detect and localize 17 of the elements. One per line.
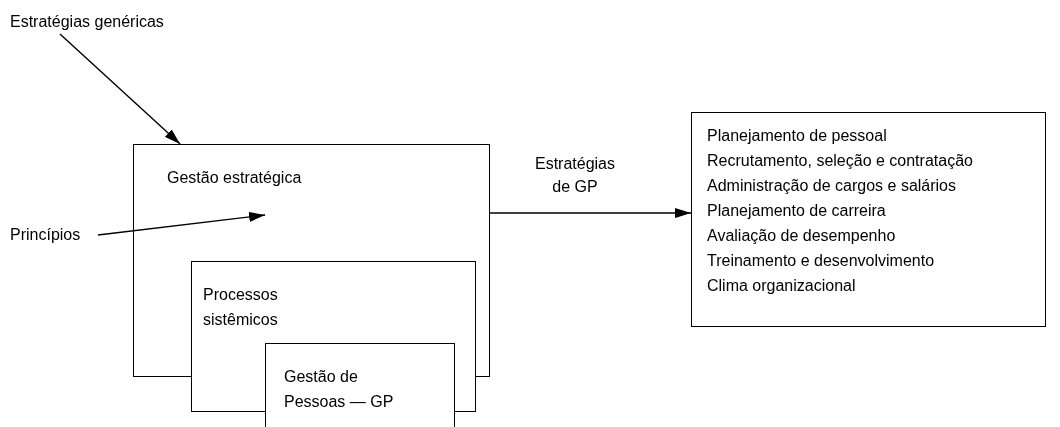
box-text: Recrutamento, seleção e contratação	[707, 151, 974, 171]
box-text: Gestão de Pessoas — GP	[284, 367, 395, 412]
box-text: Planejamento de carreira	[707, 201, 887, 221]
box-text: Gestão estratégica	[167, 168, 303, 188]
process-box	[265, 343, 455, 427]
arrow	[59, 33, 181, 145]
box-text: Planejamento de pessoal	[707, 126, 888, 146]
box-text: Treinamento e desenvolvimento	[707, 251, 936, 271]
box-text: Administração de cargos e salários	[707, 176, 957, 196]
process-box	[691, 112, 1046, 327]
box-text: Processos sistêmicos	[203, 285, 279, 330]
text-label: Princípios	[10, 223, 98, 247]
text-label: Estratégias genéricas	[10, 10, 200, 34]
arrow	[489, 208, 692, 219]
arrow	[97, 212, 266, 236]
box-text: Clima organizacional	[707, 276, 857, 296]
box-text: Avaliação de desempenho	[707, 226, 897, 246]
